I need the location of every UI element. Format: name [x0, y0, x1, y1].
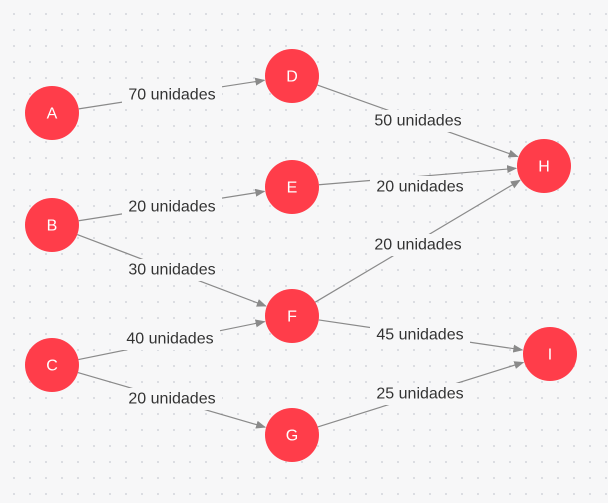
edge-label: 20 unidades — [376, 179, 463, 196]
nodes-layer: A B C D E F G H I — [25, 49, 577, 462]
node-circle[interactable] — [265, 289, 319, 343]
node-label: G — [286, 428, 298, 445]
node-circle[interactable] — [523, 327, 577, 381]
node-label: A — [47, 106, 58, 123]
node-h[interactable]: H — [517, 139, 571, 193]
node-c[interactable]: C — [25, 338, 79, 392]
node-d[interactable]: D — [265, 49, 319, 103]
node-label: B — [47, 218, 58, 235]
edge-B-F: 30 unidades — [77, 234, 267, 307]
edge-label-background — [122, 388, 222, 410]
edge-label: 25 unidades — [376, 386, 463, 403]
node-f[interactable]: F — [265, 289, 319, 343]
edge-label-background — [122, 259, 222, 281]
edge-F-I: 45 unidades — [318, 319, 524, 353]
edge-G-I: 25 unidades — [317, 361, 525, 428]
node-circle[interactable] — [265, 49, 319, 103]
edge-label: 70 unidades — [128, 87, 215, 104]
edges-layer: 70 unidades 20 unidades 30 unidades 40 unid… — [77, 77, 525, 429]
node-e[interactable]: E — [265, 160, 319, 214]
node-label: I — [548, 347, 552, 364]
node-g[interactable]: G — [265, 408, 319, 462]
edge-label-background — [370, 176, 470, 198]
edge-label-background — [368, 110, 468, 132]
node-label: C — [46, 358, 58, 375]
edge-C-G: 20 unidades — [77, 371, 267, 429]
edge-label-background — [122, 84, 222, 106]
node-circle[interactable] — [265, 160, 319, 214]
edge-label: 45 unidades — [376, 327, 463, 344]
edge-D-H: 50 unidades — [317, 84, 519, 158]
edge-F-H: 20 unidades — [314, 179, 521, 303]
edge-C-F: 40 unidades — [78, 319, 266, 361]
edge-label: 50 unidades — [374, 113, 461, 130]
node-label: E — [287, 180, 298, 197]
node-circle[interactable] — [265, 408, 319, 462]
node-label: H — [538, 159, 550, 176]
edge-label: 30 unidades — [128, 262, 215, 279]
node-i[interactable]: I — [523, 327, 577, 381]
edge-label: 20 unidades — [128, 199, 215, 216]
node-a[interactable]: A — [25, 86, 79, 140]
edge-A-D: 70 unidades — [78, 77, 266, 110]
edge-label: 20 unidades — [374, 237, 461, 254]
node-label: D — [286, 69, 298, 86]
edge-label-background — [120, 328, 220, 350]
edge-label-background — [370, 383, 470, 405]
node-label: F — [287, 309, 297, 326]
node-b[interactable]: B — [25, 198, 79, 252]
node-circle[interactable] — [25, 198, 79, 252]
edge-E-H: 20 unidades — [318, 165, 518, 198]
edge-label-background — [368, 234, 468, 256]
edge-label-background — [122, 196, 222, 218]
edge-label: 20 unidades — [128, 391, 215, 408]
edge-label: 40 unidades — [126, 331, 213, 348]
edge-label-background — [370, 324, 470, 346]
node-circle[interactable] — [25, 338, 79, 392]
edge-B-E: 20 unidades — [78, 188, 266, 222]
node-circle[interactable] — [517, 139, 571, 193]
node-circle[interactable] — [25, 86, 79, 140]
